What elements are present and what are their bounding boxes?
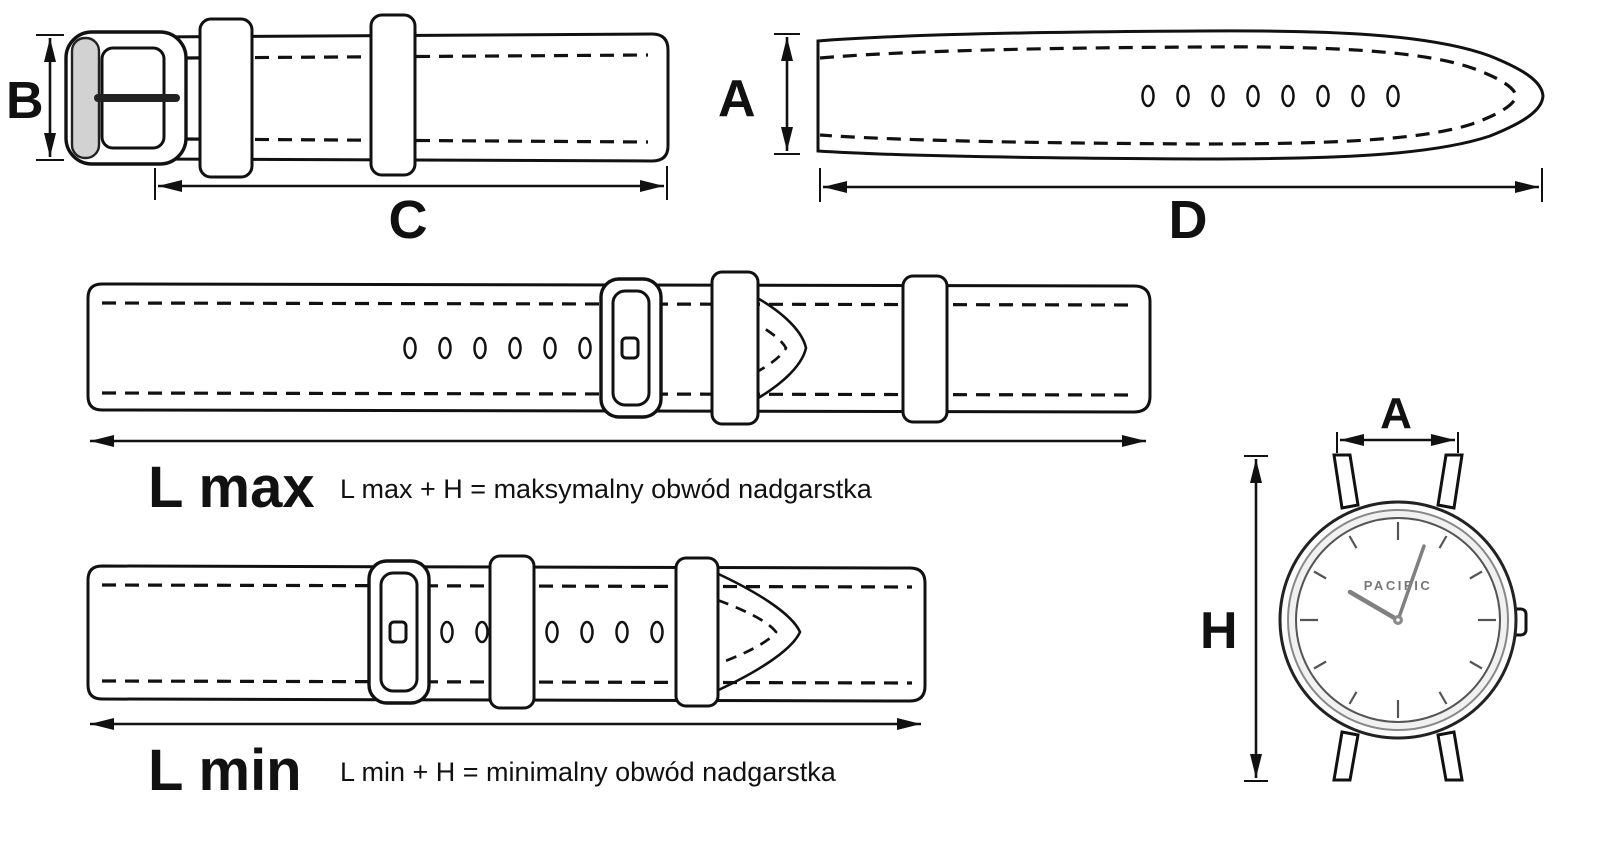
hole bbox=[508, 336, 522, 360]
keeper-fixed bbox=[198, 17, 254, 179]
strap-tip-outline bbox=[711, 569, 802, 695]
hole bbox=[1386, 84, 1400, 108]
stitching-bottom bbox=[101, 679, 913, 685]
hole bbox=[578, 336, 592, 360]
lmin-strap-diagram bbox=[86, 554, 927, 710]
lug-top-left bbox=[1332, 453, 1360, 510]
stitching-top bbox=[185, 53, 649, 60]
stitching-top bbox=[101, 583, 913, 589]
hole bbox=[543, 336, 557, 360]
hour-hand bbox=[1347, 589, 1401, 623]
buckle-strap-diagram bbox=[64, 13, 670, 179]
dim-a-strap-label: A bbox=[718, 70, 756, 128]
hands-pivot-center bbox=[1396, 618, 1400, 622]
hole bbox=[438, 336, 452, 360]
buckle bbox=[64, 30, 188, 166]
lmax-formula: L max + H = maksymalny obwód nadgarstka bbox=[340, 474, 873, 504]
strap-holes bbox=[440, 620, 664, 644]
dim-lmax-label: L max bbox=[148, 455, 315, 520]
watch-lugs bbox=[1332, 453, 1464, 782]
dim-d-arrow bbox=[819, 168, 1543, 202]
dim-b-label: B bbox=[6, 72, 44, 130]
hole bbox=[1281, 84, 1295, 108]
hole bbox=[1176, 84, 1190, 108]
lug-bottom-right bbox=[1436, 730, 1464, 782]
keeper-loose bbox=[674, 556, 720, 708]
watch-hands bbox=[1347, 544, 1426, 625]
hole bbox=[440, 620, 454, 644]
hole bbox=[1246, 84, 1260, 108]
buckle-prong bbox=[620, 336, 640, 360]
dim-a-watch-label: A bbox=[1380, 389, 1412, 438]
dim-lmin-label: L min bbox=[148, 738, 302, 803]
hole bbox=[403, 336, 417, 360]
tail-strap-diagram bbox=[816, 29, 1545, 161]
dim-c-label: C bbox=[389, 190, 428, 250]
lmin-formula: L min + H = minimalny obwód nadgarstka bbox=[340, 757, 837, 787]
lug-bottom-left bbox=[1332, 730, 1360, 782]
dim-c-arrow bbox=[154, 166, 668, 200]
hole bbox=[545, 620, 559, 644]
keeper-loose bbox=[901, 274, 949, 424]
hole bbox=[475, 620, 489, 644]
hour-markers bbox=[1300, 522, 1496, 718]
hole bbox=[473, 336, 487, 360]
strap-tip-outline bbox=[739, 287, 808, 410]
hole bbox=[1211, 84, 1225, 108]
buckle bbox=[599, 277, 663, 419]
dim-h-label: H bbox=[1200, 602, 1238, 660]
hole bbox=[1351, 84, 1365, 108]
dim-h-arrow bbox=[1244, 455, 1268, 782]
lmax-strap-diagram bbox=[86, 270, 1152, 426]
buckle-prong bbox=[388, 620, 408, 644]
stitching-bottom bbox=[185, 137, 649, 144]
keeper-fixed bbox=[710, 270, 760, 426]
keeper-fixed bbox=[488, 554, 536, 710]
dim-a-watch-arrow bbox=[1336, 432, 1459, 453]
watch-brand: PACIFIC bbox=[1364, 578, 1433, 593]
strap-holes bbox=[403, 336, 592, 360]
buckle bbox=[367, 559, 431, 705]
hole bbox=[1141, 84, 1155, 108]
dim-b-arrow bbox=[36, 34, 64, 161]
hole bbox=[650, 620, 664, 644]
watch-diagram: PACIFIC bbox=[1278, 453, 1528, 782]
minute-hand bbox=[1396, 544, 1426, 622]
stitching bbox=[819, 45, 1518, 146]
dim-d-label: D bbox=[1169, 190, 1208, 250]
strap-holes bbox=[1141, 84, 1400, 108]
lug-top-right bbox=[1436, 453, 1464, 510]
strap-tip-stitching bbox=[699, 592, 778, 672]
dim-a-strap-arrow bbox=[774, 33, 800, 155]
hole bbox=[615, 620, 629, 644]
hole bbox=[1316, 84, 1330, 108]
keeper-loose bbox=[369, 13, 417, 177]
hole bbox=[580, 620, 594, 644]
